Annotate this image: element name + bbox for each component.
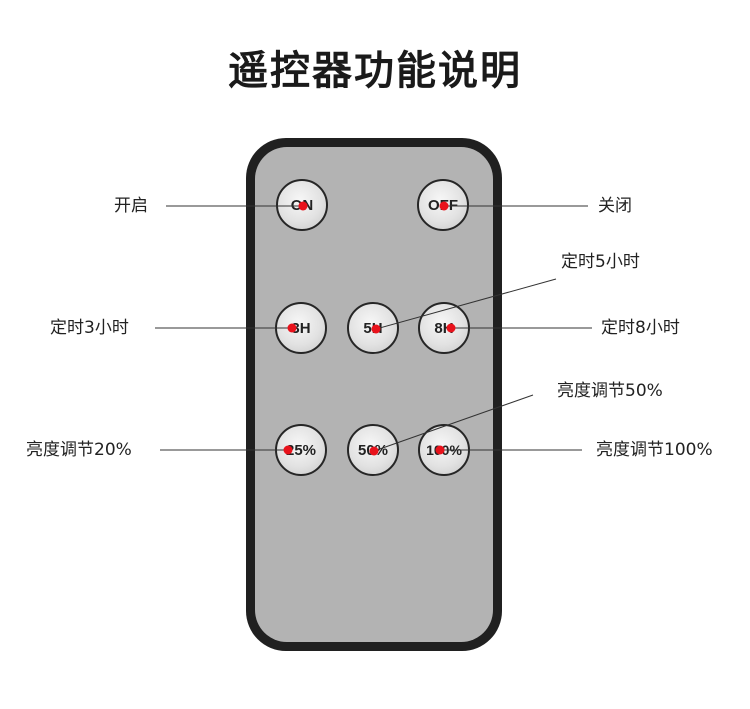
label-timer-8h: 定时8小时 xyxy=(601,318,680,338)
label-brightness-20: 亮度调节20% xyxy=(26,440,132,460)
indicator-dot-on xyxy=(298,201,308,211)
indicator-dot-off xyxy=(439,201,449,211)
indicator-dot-20 xyxy=(283,445,293,455)
indicator-dot-3h xyxy=(287,323,297,333)
leader-line-5h xyxy=(375,278,557,330)
label-brightness-50: 亮度调节50% xyxy=(557,381,663,401)
label-timer-5h: 定时5小时 xyxy=(561,252,640,272)
indicator-dot-5h xyxy=(371,324,381,334)
label-off: 关闭 xyxy=(598,196,632,216)
page-title: 遥控器功能说明 xyxy=(228,48,522,94)
label-timer-3h: 定时3小时 xyxy=(50,318,129,338)
indicator-dot-50 xyxy=(369,446,379,456)
label-on: 开启 xyxy=(114,196,148,216)
indicator-dot-8h xyxy=(446,323,456,333)
leader-line-50 xyxy=(373,394,534,452)
label-brightness-100: 亮度调节100% xyxy=(596,440,713,460)
indicator-dot-100 xyxy=(435,445,445,455)
